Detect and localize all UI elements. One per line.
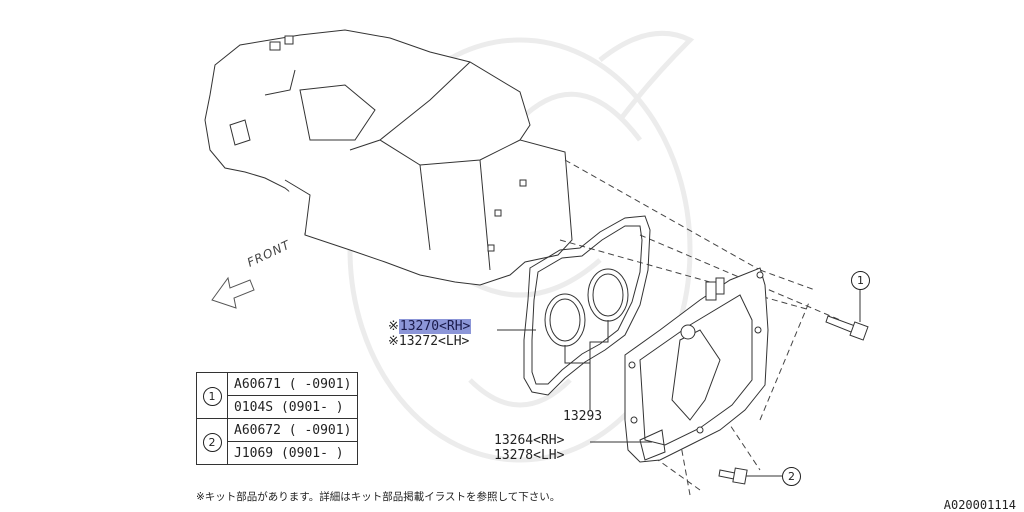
table-row: 1 A60671 ( -0901): [196, 372, 359, 419]
ref-circle: 1: [202, 387, 222, 406]
rocker-cover-part: [624, 267, 769, 463]
part-range: (0901- ): [280, 445, 344, 461]
callout-gasket-lh: ※13272<LH>: [388, 335, 469, 349]
table-row: J1069 (0901- ): [197, 441, 359, 465]
part-number: 0104S: [234, 399, 274, 415]
document-id: A020001114: [943, 498, 1016, 512]
bolt-1-part: [825, 315, 869, 341]
ref-cell-1: 1: [196, 372, 228, 419]
callout-plug-gasket[interactable]: 13293: [563, 409, 603, 424]
part-cell[interactable]: A60671 ( -0901): [226, 372, 359, 396]
callout-gasket-rh: ※13270<RH>: [388, 319, 472, 334]
part-cell[interactable]: 0104S (0901- ): [226, 395, 359, 419]
part-cell[interactable]: A60672 ( -0901): [226, 418, 359, 442]
ref-circle: 2: [202, 433, 222, 452]
leader-lines: [497, 287, 861, 477]
callout-cover-lh[interactable]: 13278<LH>: [494, 448, 565, 463]
table-row: 0104S (0901- ): [197, 395, 359, 419]
part-range: ( -0901): [288, 422, 352, 438]
engine-block: [204, 29, 573, 286]
ref-circle-1[interactable]: 1: [851, 271, 870, 290]
ref-cell-2: 2: [196, 418, 228, 465]
front-arrow-icon: [211, 276, 255, 309]
ref-circle-2[interactable]: 2: [782, 467, 801, 486]
part-number: A60672: [234, 422, 281, 438]
gasket-lh-part-number[interactable]: 13272<LH>: [398, 334, 470, 349]
parts-table: 1 A60671 ( -0901) 0104S (0901- ) 2 A6067…: [196, 372, 359, 465]
part-range: (0901- ): [280, 399, 344, 415]
gasket-mark: ※: [388, 319, 399, 334]
part-number: A60671: [234, 376, 281, 392]
part-range: ( -0901): [288, 376, 352, 392]
bolt-2-part: [718, 467, 748, 485]
kit-note: ※キット部品があります。詳細はキット部品掲載イラストを参照して下さい。: [196, 491, 561, 503]
gasket-rh-part-number[interactable]: 13270<RH>: [398, 319, 472, 334]
table-row: 2 A60672 ( -0901): [196, 418, 359, 465]
callout-cover-rh[interactable]: 13264<RH>: [494, 433, 565, 448]
part-number: J1069: [234, 445, 274, 461]
gasket-part: [523, 215, 651, 396]
part-cell[interactable]: J1069 (0901- ): [226, 441, 359, 465]
gasket-mark: ※: [388, 334, 399, 349]
